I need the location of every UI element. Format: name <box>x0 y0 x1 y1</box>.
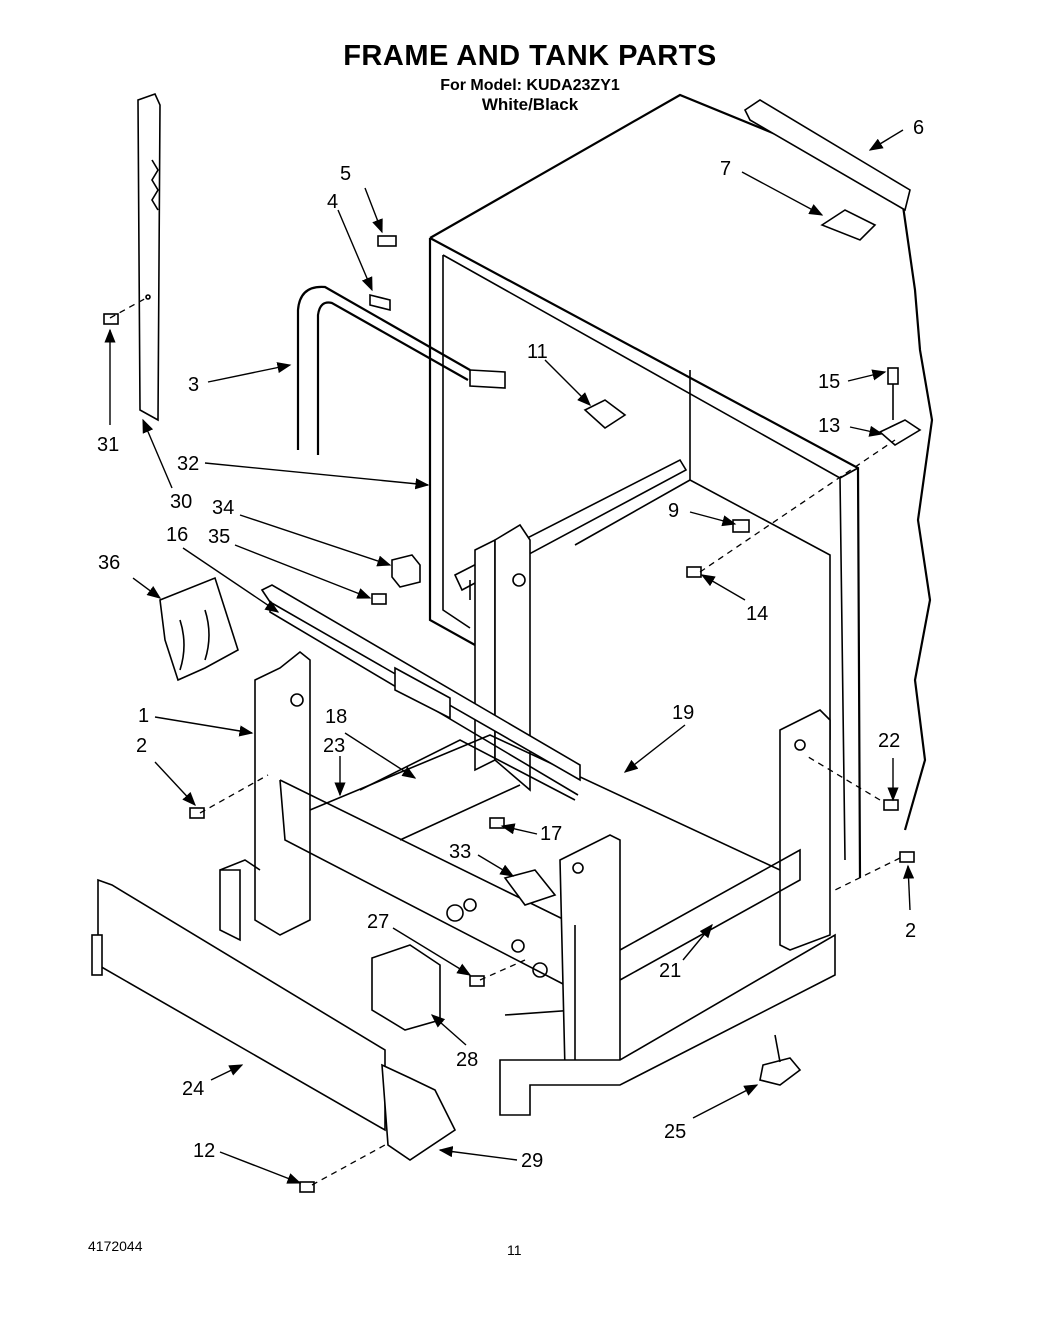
clip-7 <box>820 209 877 241</box>
callout-7: 7 <box>720 158 731 180</box>
screws <box>103 235 915 1193</box>
rack-slide <box>453 458 688 600</box>
callout-15: 15 <box>818 371 840 393</box>
callout-2b: 2 <box>905 920 916 942</box>
callout-12: 12 <box>193 1140 215 1162</box>
callout-33: 33 <box>449 841 471 863</box>
callout-25: 25 <box>664 1121 686 1143</box>
callout-36: 36 <box>98 552 120 574</box>
callout-27: 27 <box>367 911 389 933</box>
base-frame <box>219 650 836 1116</box>
clip-11 <box>583 399 627 430</box>
callout-6: 6 <box>913 117 924 139</box>
page-number: 11 <box>507 1242 522 1258</box>
callout-34: 34 <box>212 497 234 519</box>
callout-28: 28 <box>456 1049 478 1071</box>
callout-30: 30 <box>170 491 192 513</box>
callout-2: 2 <box>136 735 147 757</box>
assembly-lines <box>109 296 901 1186</box>
callout-13: 13 <box>818 415 840 437</box>
callout-3: 3 <box>188 374 199 396</box>
callout-1: 1 <box>138 705 149 727</box>
callout-4: 4 <box>327 191 338 213</box>
callout-labels: 1 2 2 3 4 5 6 7 9 11 12 13 14 15 16 17 1… <box>97 117 924 1172</box>
callout-17: 17 <box>540 823 562 845</box>
callout-21: 21 <box>659 960 681 982</box>
insulation-strip <box>743 99 911 212</box>
callout-31: 31 <box>97 434 119 456</box>
callout-29: 29 <box>521 1150 543 1172</box>
callout-23: 23 <box>323 735 345 757</box>
callout-14: 14 <box>746 603 768 625</box>
callout-11: 11 <box>527 341 548 363</box>
callout-35: 35 <box>208 526 230 548</box>
model-line: For Model: KUDA23ZY1 <box>440 77 620 94</box>
callout-24: 24 <box>182 1078 204 1100</box>
callout-9: 9 <box>668 500 679 522</box>
callout-19: 19 <box>672 702 694 724</box>
page-title: FRAME AND TANK PARTS <box>343 40 717 72</box>
document-number: 4172044 <box>88 1238 143 1254</box>
leader-arrows <box>104 129 915 1184</box>
color-line: White/Black <box>481 95 579 114</box>
callout-18: 18 <box>325 706 347 728</box>
front-rail <box>260 584 581 796</box>
callout-16: 16 <box>166 524 188 546</box>
callout-32: 32 <box>177 453 199 475</box>
toe-kick-panel <box>91 878 457 1161</box>
side-strip <box>137 93 161 422</box>
callout-22: 22 <box>878 730 900 752</box>
fill-tube <box>296 285 506 455</box>
bracket-13 <box>878 367 922 446</box>
callout-5: 5 <box>340 163 351 185</box>
misc-parts <box>159 554 802 1086</box>
